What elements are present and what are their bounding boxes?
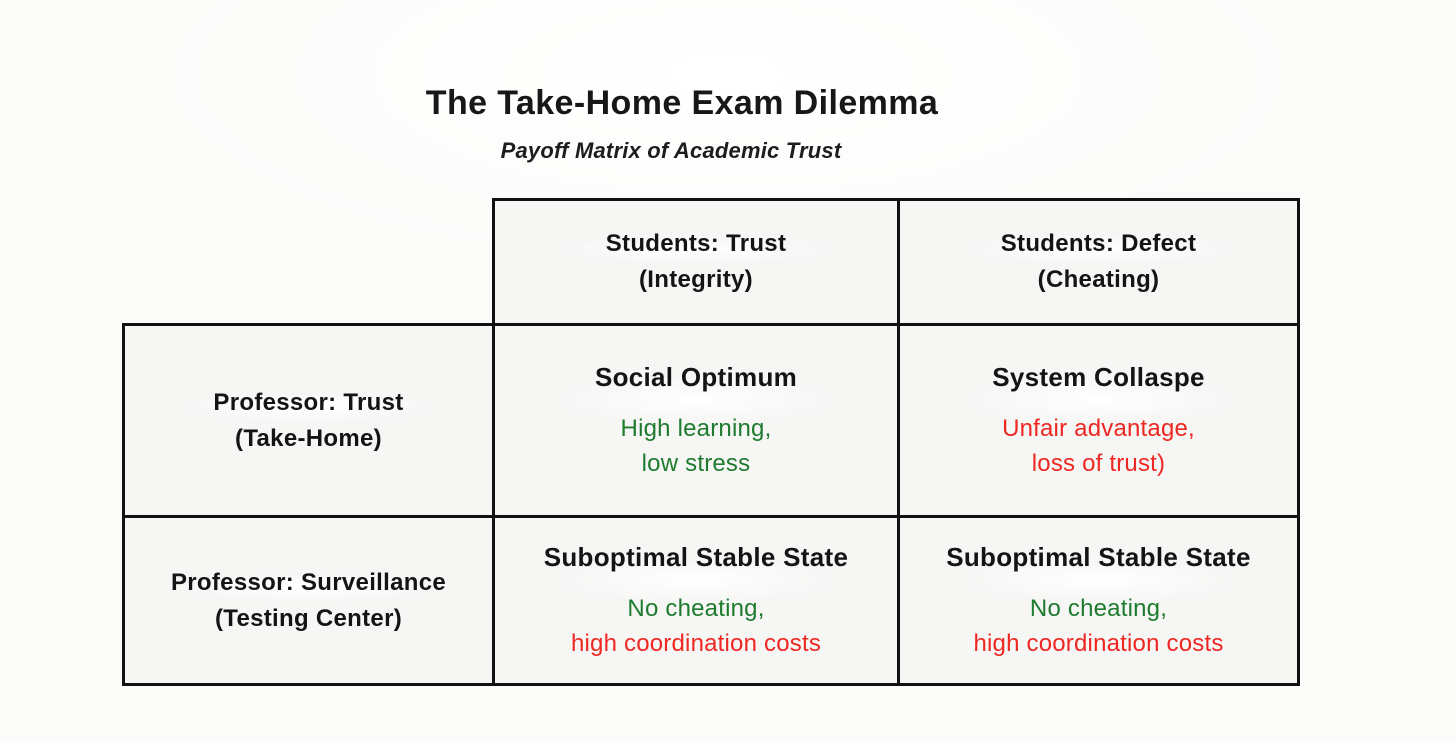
column-header-line: Students: Trust [605, 230, 787, 257]
cell-content: Suboptimal Stable State No cheating, hig… [495, 541, 897, 661]
cell-content: Suboptimal Stable State No cheating, hig… [900, 541, 1297, 661]
cell-outcome-lines: High learning, low stress [621, 411, 772, 481]
column-header-line: (Cheating) [1037, 266, 1160, 293]
outcome-line: No cheating, [1029, 594, 1168, 622]
outcome-line: No cheating, [627, 594, 765, 622]
column-header-line: (Integrity) [639, 266, 753, 293]
row-header-content: Professor: Trust (Take-Home) [125, 385, 492, 457]
cell-content: Social Optimum High learning, low stress [495, 361, 897, 481]
column-header-line: Students: Defect [1000, 230, 1197, 257]
cell-outcome-lines: No cheating, high coordination costs [973, 591, 1223, 661]
row-header-line: Professor: Surveillance [170, 568, 446, 596]
corner-spacer [124, 200, 494, 325]
outcome-line: high coordination costs [973, 629, 1224, 657]
cell-content: System Collaspe Unfair advantage, loss o… [900, 361, 1297, 481]
page-title: The Take-Home Exam Dilemma [425, 84, 939, 122]
cell-title: Suboptimal Stable State [946, 541, 1251, 572]
row-header-line: (Take-Home) [235, 424, 382, 452]
cell-title: Social Optimum [594, 361, 798, 392]
row-header-line: Professor: Trust [213, 388, 404, 416]
row-header-line: (Testing Center) [214, 604, 403, 632]
cell-trust-trust: Social Optimum High learning, low stress [492, 323, 900, 518]
outcome-line: low stress [641, 449, 751, 477]
row-professor-surveillance: Professor: Surveillance (Testing Center)… [122, 515, 1300, 686]
column-header-content: Students: Trust (Integrity) [495, 226, 897, 298]
page-subtitle: Payoff Matrix of Academic Trust [500, 138, 842, 163]
row-header-professor-surveillance: Professor: Surveillance (Testing Center) [122, 515, 495, 686]
column-header-students-trust: Students: Trust (Integrity) [492, 198, 900, 326]
cell-title: Suboptimal Stable State [543, 541, 849, 572]
cell-surveillance-trust: Suboptimal Stable State No cheating, hig… [492, 515, 900, 686]
cell-outcome-lines: Unfair advantage, loss of trust) [1002, 411, 1195, 481]
outcome-line: Unfair advantage, [1002, 414, 1195, 442]
cell-outcome-lines: No cheating, high coordination costs [571, 591, 821, 661]
column-header-row: Students: Trust (Integrity) Students: De… [124, 198, 1300, 326]
row-header-professor-trust: Professor: Trust (Take-Home) [122, 323, 495, 518]
cell-trust-defect: System Collaspe Unfair advantage, loss o… [897, 323, 1300, 518]
payoff-matrix: Students: Trust (Integrity) Students: De… [122, 198, 1300, 686]
cell-surveillance-defect: Suboptimal Stable State No cheating, hig… [897, 515, 1300, 686]
column-header-content: Students: Defect (Cheating) [900, 226, 1297, 298]
row-header-content: Professor: Surveillance (Testing Center) [125, 565, 492, 637]
outcome-line: High learning, [620, 414, 772, 442]
column-header-students-defect: Students: Defect (Cheating) [897, 198, 1300, 326]
cell-title: System Collaspe [992, 361, 1205, 392]
outcome-line: loss of trust) [1031, 449, 1166, 477]
outcome-line: high coordination costs [570, 629, 822, 657]
row-professor-trust: Professor: Trust (Take-Home) Social Opti… [122, 323, 1300, 518]
